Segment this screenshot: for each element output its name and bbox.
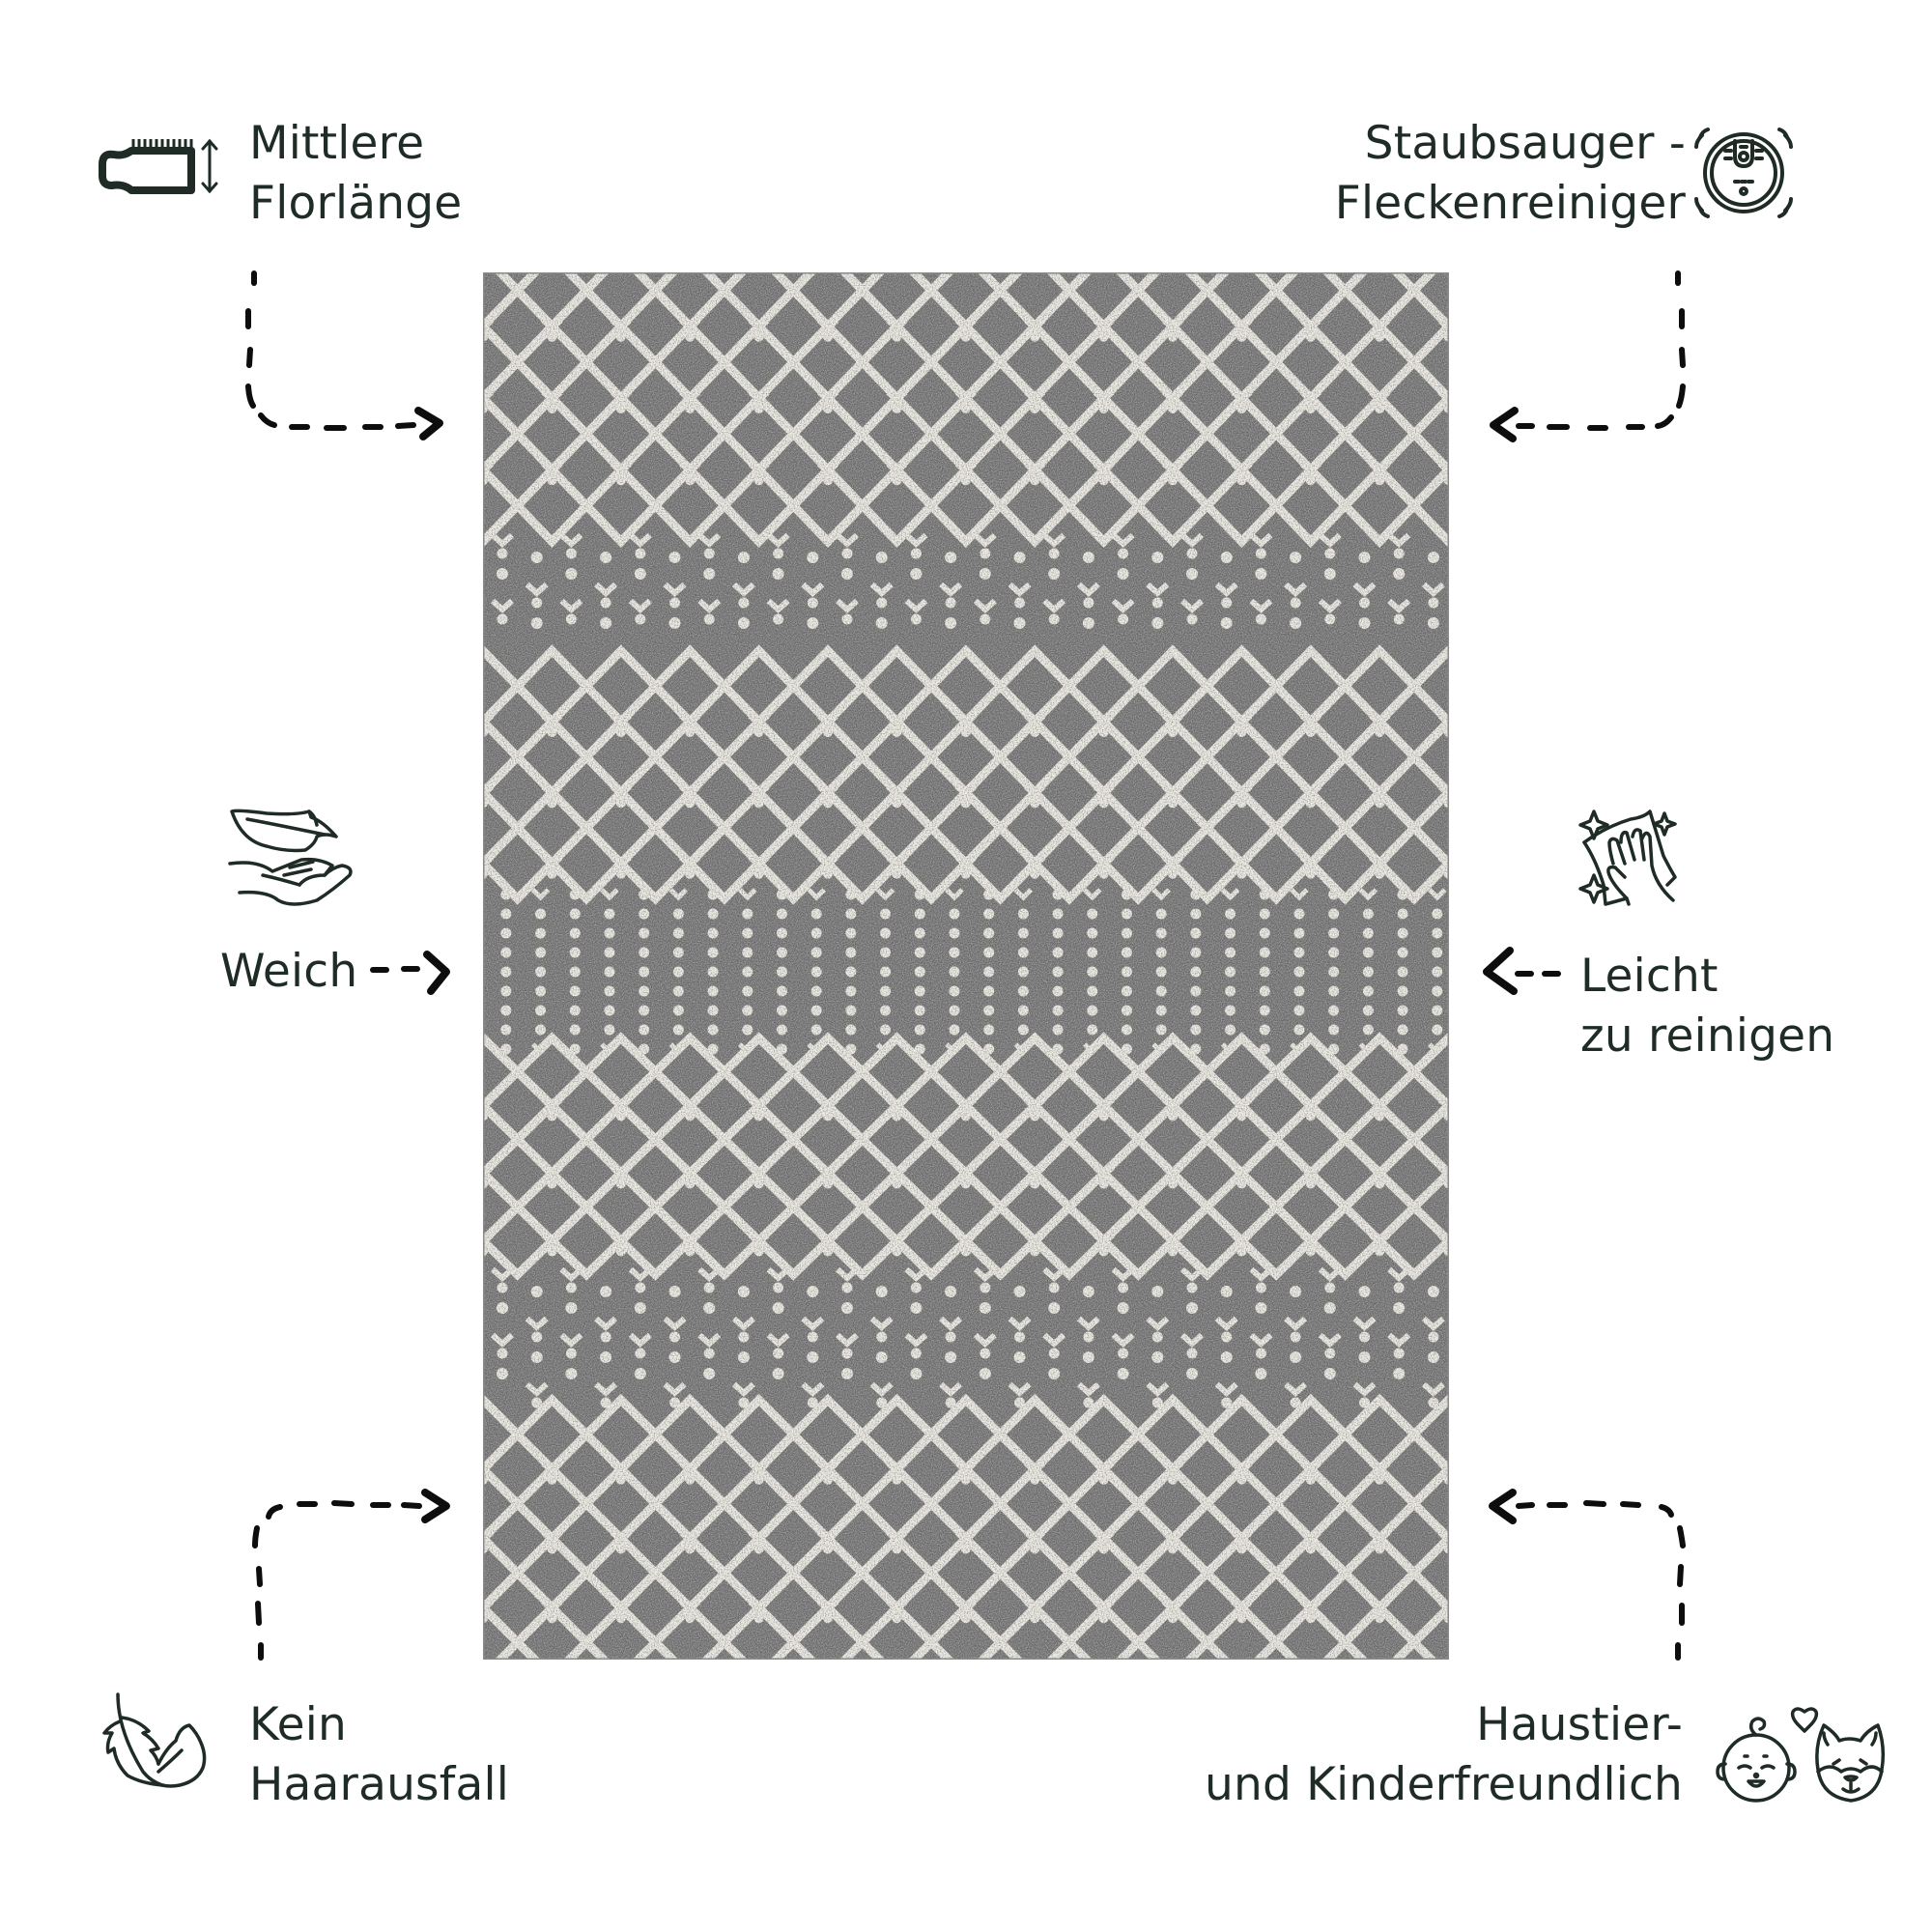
feature-label-line1: Weich bbox=[220, 945, 358, 998]
feature-label-no-shedding: Kein Haarausfall bbox=[249, 1695, 509, 1815]
feather-on-hand-icon bbox=[228, 808, 355, 908]
feature-label-line2: und Kinderfreundlich bbox=[1205, 1758, 1683, 1811]
hand-wiping-cloth-sparkle-icon bbox=[1577, 808, 1681, 910]
feature-label-soft: Weich bbox=[220, 942, 357, 1002]
dashed-arrow-right-icon bbox=[369, 949, 456, 997]
feature-label-line1: Kein bbox=[249, 1698, 348, 1751]
feature-label-line2: Haarausfall bbox=[249, 1758, 510, 1811]
pile-length-comb-icon bbox=[97, 137, 227, 195]
rug-pattern bbox=[482, 271, 1450, 1661]
feature-label-line1: Haustier- bbox=[1476, 1698, 1683, 1751]
feature-label-line1: Staubsauger - bbox=[1364, 117, 1686, 170]
feature-label-pile-length: Mittlere Florlänge bbox=[249, 114, 462, 234]
feature-label-vacuum: Staubsauger - Fleckenreiniger bbox=[1335, 114, 1686, 234]
feature-label-line2: Fleckenreiniger bbox=[1334, 177, 1686, 230]
dashed-arrow-left-icon bbox=[1481, 947, 1568, 995]
feature-label-line2: Florlänge bbox=[249, 177, 463, 230]
feature-label-easy-clean: Leicht zu reinigen bbox=[1580, 947, 1834, 1066]
feature-label-line2: zu reinigen bbox=[1580, 1009, 1835, 1063]
baby-and-dog-heart-icon bbox=[1716, 1704, 1886, 1804]
rug-product-image bbox=[482, 271, 1450, 1661]
feather-icon bbox=[102, 1692, 211, 1789]
feature-label-line1: Mittlere bbox=[249, 117, 425, 170]
robot-vacuum-icon bbox=[1692, 122, 1795, 224]
feature-label-line1: Leicht bbox=[1580, 950, 1719, 1003]
feature-label-pet-child-friendly: Haustier- und Kinderfreundlich bbox=[1205, 1695, 1683, 1815]
